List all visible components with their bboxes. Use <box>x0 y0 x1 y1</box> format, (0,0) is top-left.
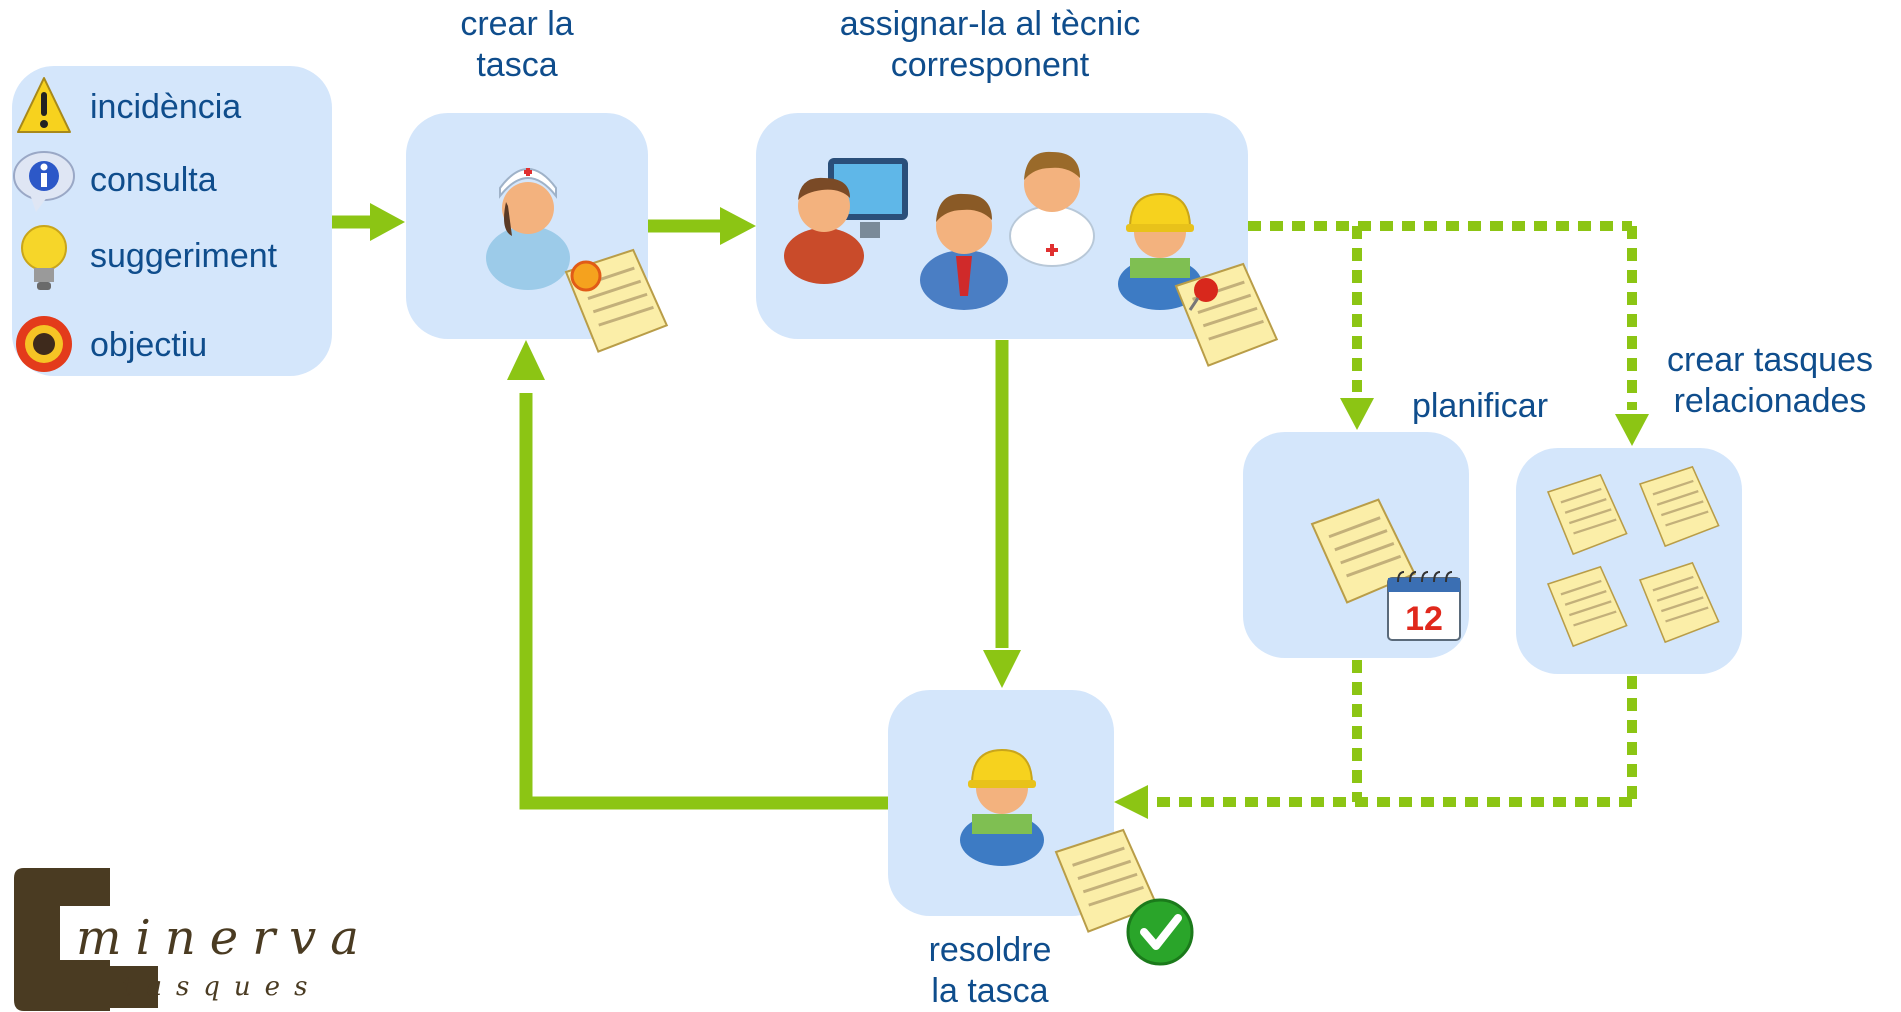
legend-box <box>12 66 332 376</box>
arrow-resolve-to-create <box>519 393 888 810</box>
calendar-day: 12 <box>1405 600 1443 638</box>
computer-user-icon <box>784 158 908 284</box>
doctor-icon <box>1009 151 1095 267</box>
nurse-icon <box>486 168 570 290</box>
warning-icon <box>17 77 71 133</box>
legend-item-incidencia: incidència <box>90 88 242 126</box>
businessman-icon <box>920 193 1008 310</box>
related-tasks-box <box>1516 448 1742 674</box>
lightbulb-icon <box>21 225 67 290</box>
legend-item-suggeriment: suggeriment <box>90 237 278 275</box>
logo-word-tasques: tasques <box>122 972 322 1002</box>
logo-word-minerva: minerva <box>76 910 373 966</box>
calendar-icon: 12 <box>1387 571 1461 641</box>
plan-label: planificar <box>1411 387 1549 425</box>
target-icon <box>16 316 72 372</box>
worker-icon <box>1118 192 1202 310</box>
checkmark-icon <box>1126 898 1194 966</box>
new-badge-icon <box>570 260 602 292</box>
pushpin-icon <box>1188 278 1218 311</box>
info-icon <box>13 151 75 212</box>
legend-item-objectiu: objectiu <box>90 326 208 364</box>
worker-resolve-icon <box>960 748 1044 866</box>
legend-item-consulta: consulta <box>90 161 217 199</box>
